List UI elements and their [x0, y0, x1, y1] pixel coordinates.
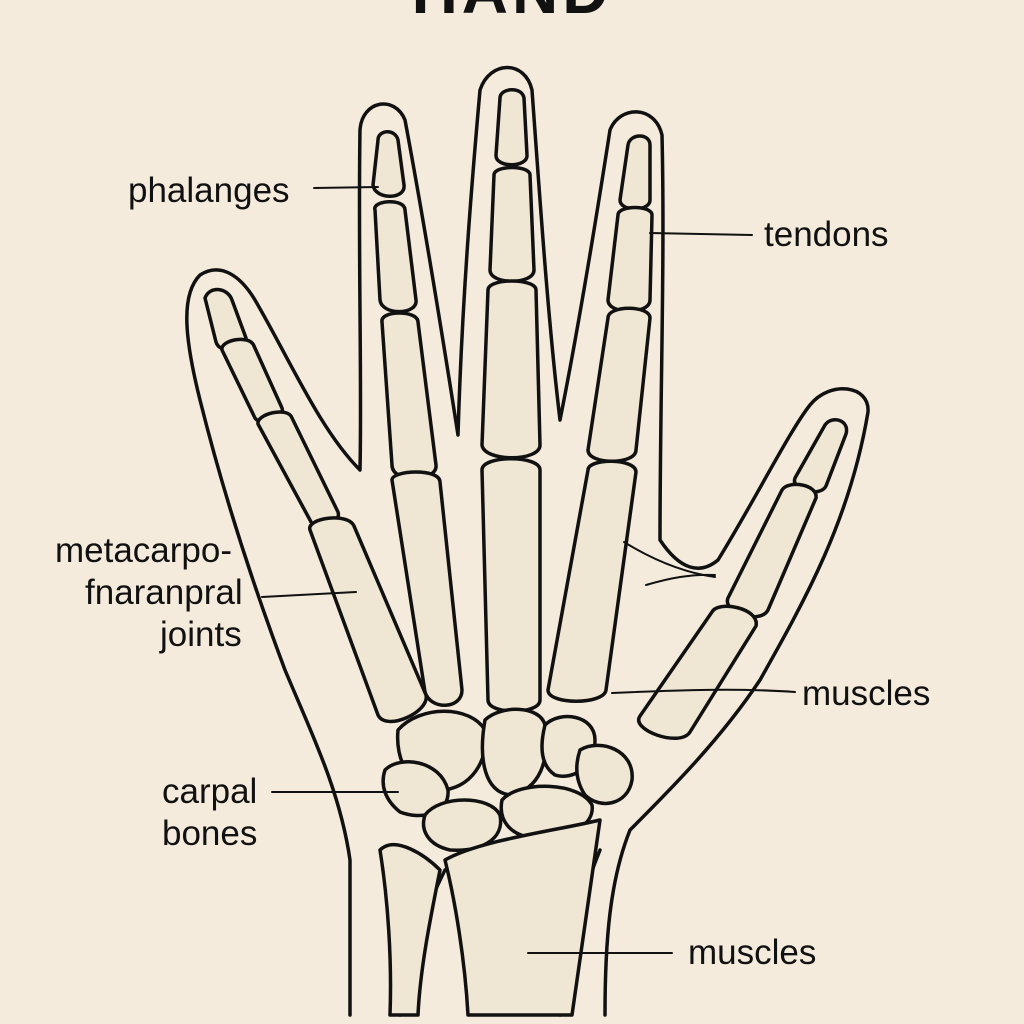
leader-line-phalanges — [313, 186, 379, 189]
hand-outline — [185, 65, 870, 1017]
forearm-bones — [378, 818, 602, 1017]
label-mcp-line3: joints — [160, 615, 242, 654]
leader-line-tendons — [649, 232, 753, 236]
thenar-crease — [623, 541, 716, 586]
little-finger-bones — [203, 287, 428, 724]
diagram-title: HAND — [0, 0, 1024, 28]
label-phalanges: phalanges — [128, 171, 290, 210]
leader-line-muscles-palm — [611, 688, 796, 694]
label-carpal-bones: carpal bones — [162, 771, 257, 855]
label-mcp-line2: fnaranpral — [85, 573, 243, 612]
label-carpal-line2: bones — [162, 814, 258, 853]
carpal-bone-cluster — [381, 707, 634, 852]
label-mcp-line1: metacarpo- — [55, 531, 233, 570]
label-carpal-line1: carpal — [162, 772, 258, 811]
label-tendons: tendons — [764, 215, 889, 254]
thumb-bones — [636, 418, 849, 740]
index-finger-bones — [371, 130, 464, 707]
label-muscles-forearm: muscles — [688, 933, 817, 972]
label-muscles-palm: muscles — [802, 674, 931, 713]
middle-finger-bones — [480, 88, 542, 713]
label-metacarpophalangeal-joints: metacarpo- fnaranpral joints — [55, 530, 243, 656]
leader-line-mcp-joints — [261, 591, 357, 598]
ring-finger-bones — [546, 134, 654, 703]
